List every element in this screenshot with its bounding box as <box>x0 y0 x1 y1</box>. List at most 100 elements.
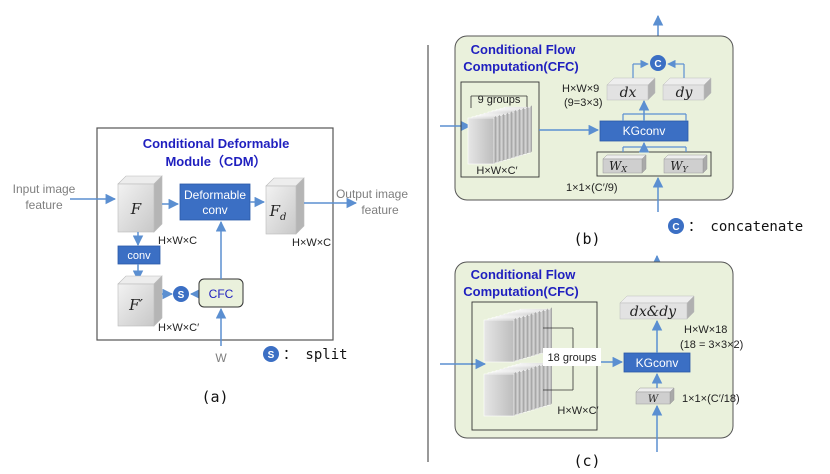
feature-sheet-side <box>510 111 512 160</box>
b-kgconv-label: KGconv <box>623 124 666 138</box>
feature-sheet-side <box>546 362 548 407</box>
b-dim-stack: H×W×C′ <box>476 165 517 177</box>
feature-sheet-side <box>526 368 528 413</box>
legend-split-letter: S <box>268 350 275 361</box>
b-dim-w: 1×1×(C′/9) <box>566 182 618 194</box>
b-dy-label: dy <box>676 85 694 101</box>
feature-sheet-side <box>542 363 544 408</box>
svg-text:WY: WY <box>670 159 688 174</box>
feature-sheet <box>467 117 495 165</box>
b-wy-block: WY <box>663 154 708 174</box>
deform-line1: Deformable <box>184 188 246 202</box>
cube-fd-label: F <box>269 202 281 220</box>
deformable-conv-box <box>179 183 251 221</box>
b-dx-block: dx <box>606 77 656 101</box>
output-label-line1: Output image <box>336 187 408 201</box>
c-dxdy-label: dx&dy <box>630 304 677 320</box>
input-label-line2: feature <box>25 198 63 212</box>
c-dim-out-line2: (18 = 3×3×2) <box>680 339 743 351</box>
conv-label: conv <box>127 250 151 262</box>
feature-sheet-side <box>522 369 524 414</box>
panel-b: Conditional Flow Computation(CFC) 9 grou… <box>440 14 734 248</box>
cube-fd: Fd <box>265 177 305 235</box>
dim-fprime: H×W×C′ <box>158 322 199 334</box>
svg-text:Fd: Fd <box>269 202 287 223</box>
conv-box <box>117 245 161 265</box>
feature-sheet-side <box>514 318 516 362</box>
legend-split-icon <box>263 346 279 362</box>
b-wy-label: W <box>670 159 684 173</box>
feature-sheet-side <box>498 114 500 163</box>
c-w-label: W <box>648 394 659 405</box>
feature-sheet-side <box>542 309 544 354</box>
b-title-line1: Conditional Flow <box>471 42 577 57</box>
c-feature-stack <box>483 307 552 417</box>
b-dx-label: dx <box>620 85 637 101</box>
feature-sheet-side <box>550 307 552 352</box>
feature-sheet-side <box>530 367 532 412</box>
legend-split: S ： split <box>263 346 348 363</box>
c-dim-w: 1×1×(C′/18) <box>682 393 740 405</box>
feature-sheet-side <box>538 310 540 355</box>
cdm-title-line1: Conditional Deformable <box>143 136 290 151</box>
svg-text:WX: WX <box>609 159 627 174</box>
legend-concat-letter: C <box>672 222 679 233</box>
caption-b: (b) <box>573 230 600 248</box>
feature-sheet-side <box>538 364 540 409</box>
feature-sheet-side <box>494 116 496 164</box>
b-dy-block: dy <box>662 77 712 101</box>
c-dim-out-line1: H×W×18 <box>684 324 727 336</box>
b-wx-label: W <box>609 159 623 173</box>
legend-concat: C ： concatenate <box>668 218 803 235</box>
b-wy-sub: Y <box>683 165 689 174</box>
cube-fd-sub: d <box>280 212 286 223</box>
caption-c: (c) <box>573 452 600 470</box>
cube-f-label: F <box>130 200 142 218</box>
feature-sheet <box>483 373 515 417</box>
cfc-label: CFC <box>209 287 234 301</box>
feature-sheet-side <box>530 105 532 154</box>
feature-sheet-side <box>534 312 536 356</box>
panel-c: Conditional Flow Computation(CFC) 18 gro… <box>440 254 743 470</box>
split-icon <box>173 286 189 302</box>
feature-sheet-side <box>514 372 516 416</box>
b-dim-out-line1: H×W×9 <box>562 83 599 95</box>
feature-sheet-side <box>534 366 536 410</box>
legend-split-text: ： split <box>283 347 348 363</box>
w-input-label: W <box>215 351 227 365</box>
feature-sheet <box>483 319 515 363</box>
feature-sheet-side <box>502 113 504 162</box>
feature-sheet-side <box>506 112 508 161</box>
feature-sheet-side <box>514 110 516 158</box>
feature-sheet-side <box>526 314 528 359</box>
c-w-block: W <box>635 387 675 405</box>
legend-concat-icon <box>668 218 684 234</box>
b-feature-stack <box>467 105 532 165</box>
concat-icon <box>650 55 666 71</box>
panel-a: Conditional Deformable Module（CDM） Input… <box>13 127 408 406</box>
deform-line2: conv <box>202 203 227 217</box>
c-groups-label: 18 groups <box>548 352 597 364</box>
feature-sheet-side <box>546 308 548 353</box>
b-wx-block: WX <box>602 154 647 174</box>
concat-icon-letter: C <box>654 59 661 70</box>
feature-sheet-side <box>522 315 524 360</box>
dim-f: H×W×C <box>158 235 197 247</box>
c-title-line2: Computation(CFC) <box>463 284 579 299</box>
b-groups-label: 9 groups <box>478 94 521 106</box>
cube-f: F <box>117 175 163 233</box>
dim-fd: H×W×C <box>292 237 331 249</box>
input-label-line1: Input image <box>13 182 76 196</box>
b-title-line2: Computation(CFC) <box>463 59 579 74</box>
feature-sheet-side <box>526 106 528 155</box>
b-wx-sub: X <box>620 165 627 174</box>
c-kgconv-label: KGconv <box>636 356 679 370</box>
caption-a: (a) <box>201 388 228 406</box>
b-cfc-frame <box>454 35 734 201</box>
cube-fprime-label: F′ <box>128 296 143 314</box>
split-icon-letter: S <box>178 290 185 301</box>
legend-concat-text: ： concatenate <box>688 219 803 235</box>
feature-sheet-side <box>518 108 520 157</box>
c-dxdy-block: dx&dy <box>619 295 695 320</box>
